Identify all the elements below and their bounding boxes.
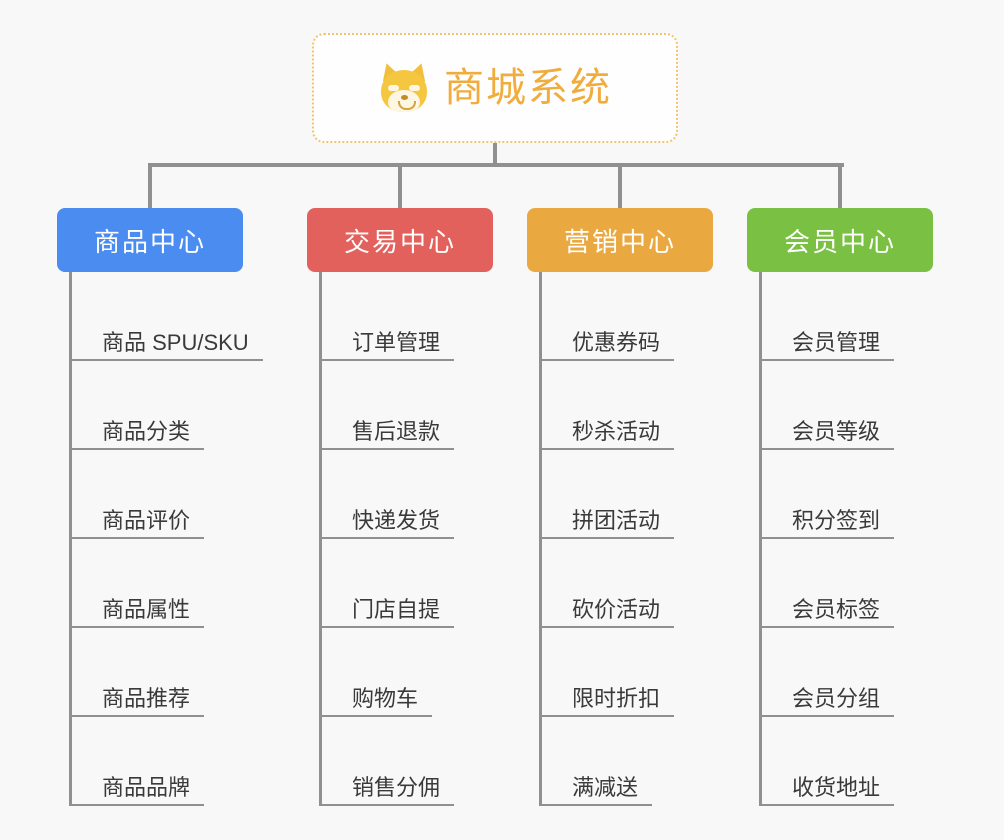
branch-trade-center: 交易中心订单管理售后退款快递发货门店自提购物车销售分佣: [307, 208, 493, 806]
leaf-item[interactable]: 商品评价: [72, 450, 243, 539]
leaf-item-label: 商品品牌: [72, 775, 205, 806]
leaf-item-label: 秒杀活动: [542, 419, 675, 450]
leaf-item-label: 满减送: [542, 775, 653, 806]
leaf-item[interactable]: 会员等级: [762, 361, 933, 450]
leaf-item-label: 收货地址: [762, 775, 895, 806]
branch-leaf-list: 优惠券码秒杀活动拼团活动砍价活动限时折扣满减送: [539, 272, 713, 806]
branch-header-label: 会员中心: [783, 226, 896, 257]
leaf-item[interactable]: 拼团活动: [542, 450, 713, 539]
leaf-item-label: 商品推荐: [72, 686, 205, 717]
branch-header-label: 商品中心: [93, 226, 206, 257]
root-label: 商城系统: [444, 66, 612, 110]
leaf-item[interactable]: 收货地址: [762, 717, 933, 806]
leaf-item[interactable]: 商品 SPU/SKU: [72, 272, 263, 361]
leaf-item-label: 订单管理: [322, 330, 455, 361]
leaf-item[interactable]: 购物车: [322, 628, 493, 717]
leaf-item-label: 购物车: [322, 686, 433, 717]
leaf-item[interactable]: 商品品牌: [72, 717, 243, 806]
leaf-item[interactable]: 秒杀活动: [542, 361, 713, 450]
branch-product-center: 商品中心商品 SPU/SKU 商品分类商品评价商品属性商品推荐商品品牌: [57, 208, 263, 806]
leaf-item-label: 会员管理: [762, 330, 895, 361]
leaf-item-label: 销售分佣: [322, 775, 455, 806]
leaf-item-label: 限时折扣: [542, 686, 675, 717]
leaf-item-label: 商品评价: [72, 508, 205, 539]
connector-drop-product-center: [148, 163, 152, 210]
leaf-item[interactable]: 砍价活动: [542, 539, 713, 628]
connector-drop-marketing-center: [618, 163, 622, 210]
leaf-item-label: 积分签到: [762, 508, 895, 539]
branch-header-product-center[interactable]: 商品中心: [57, 208, 243, 272]
branch-marketing-center: 营销中心优惠券码秒杀活动拼团活动砍价活动限时折扣满减送: [527, 208, 713, 806]
branch-leaf-list: 商品 SPU/SKU 商品分类商品评价商品属性商品推荐商品品牌: [69, 272, 263, 806]
leaf-item-label: 快递发货: [322, 508, 455, 539]
branch-header-label: 营销中心: [563, 226, 676, 257]
leaf-item-label: 会员分组: [762, 686, 895, 717]
leaf-item-label: 会员等级: [762, 419, 895, 450]
leaf-item[interactable]: 商品推荐: [72, 628, 243, 717]
branch-leaf-list: 订单管理售后退款快递发货门店自提购物车销售分佣: [319, 272, 493, 806]
leaf-item-label: 售后退款: [322, 419, 455, 450]
leaf-item[interactable]: 会员分组: [762, 628, 933, 717]
leaf-item[interactable]: 积分签到: [762, 450, 933, 539]
leaf-item-label: 商品分类: [72, 419, 205, 450]
leaf-item-label: 商品属性: [72, 597, 205, 628]
root-node[interactable]: 商城系统: [312, 33, 678, 143]
branch-header-trade-center[interactable]: 交易中心: [307, 208, 493, 272]
leaf-item[interactable]: 优惠券码: [542, 272, 713, 361]
branch-leaf-list: 会员管理会员等级积分签到会员标签会员分组收货地址: [759, 272, 933, 806]
leaf-item-label: 会员标签: [762, 597, 895, 628]
branch-header-member-center[interactable]: 会员中心: [747, 208, 933, 272]
leaf-item-label: 拼团活动: [542, 508, 675, 539]
leaf-item-label: 门店自提: [322, 597, 455, 628]
leaf-item[interactable]: 售后退款: [322, 361, 493, 450]
leaf-item[interactable]: 销售分佣: [322, 717, 493, 806]
connector-drop-trade-center: [398, 163, 402, 210]
shiba-dog-face-icon: [377, 60, 431, 113]
leaf-item[interactable]: 门店自提: [322, 539, 493, 628]
leaf-item-label: 砍价活动: [542, 597, 675, 628]
leaf-item[interactable]: 会员管理: [762, 272, 933, 361]
leaf-item[interactable]: 商品分类: [72, 361, 243, 450]
leaf-item[interactable]: 订单管理: [322, 272, 493, 361]
connector-drop-member-center: [838, 163, 842, 210]
leaf-item[interactable]: 快递发货: [322, 450, 493, 539]
connector-root-stem: [493, 143, 497, 167]
leaf-item[interactable]: 会员标签: [762, 539, 933, 628]
leaf-item[interactable]: 满减送: [542, 717, 713, 806]
branch-header-marketing-center[interactable]: 营销中心: [527, 208, 713, 272]
connector-bus: [150, 163, 844, 167]
leaf-item[interactable]: 商品属性: [72, 539, 243, 628]
branch-header-label: 交易中心: [343, 226, 456, 257]
leaf-item-label: 商品 SPU/SKU: [72, 330, 263, 361]
leaf-item-label: 优惠券码: [542, 330, 675, 361]
leaf-item[interactable]: 限时折扣: [542, 628, 713, 717]
branch-member-center: 会员中心会员管理会员等级积分签到会员标签会员分组收货地址: [747, 208, 933, 806]
